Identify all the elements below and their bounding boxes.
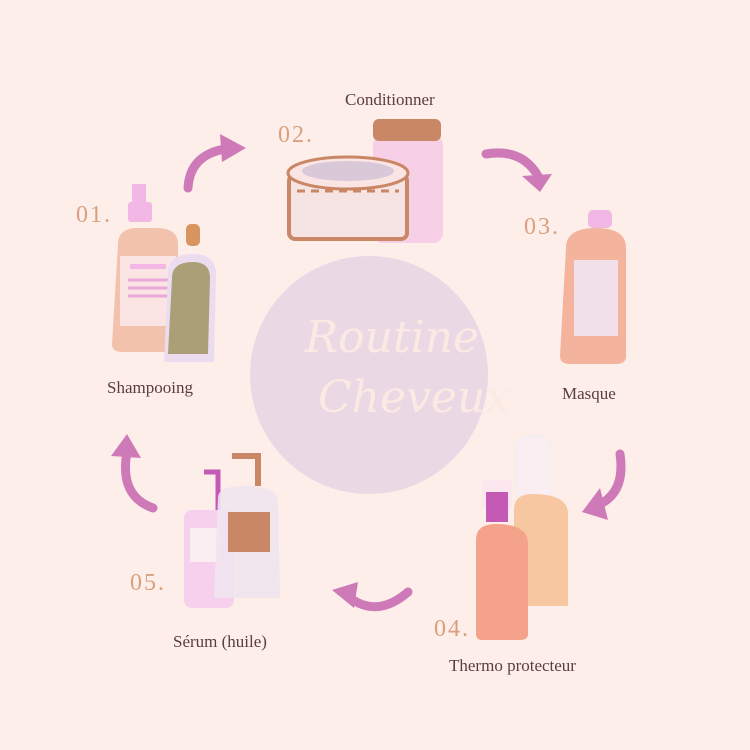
arrow-icon: [111, 434, 158, 513]
step-5-label: Sérum (huile): [173, 632, 267, 651]
title-line-2: Cheveux: [318, 372, 511, 423]
step-3-number: 03.: [524, 214, 560, 240]
arrow-icon: [332, 582, 413, 612]
step-2-number: 02.: [278, 122, 314, 148]
title-line-1: Routine: [305, 312, 480, 363]
arrow-icon: [582, 449, 626, 520]
step-4-number: 04.: [434, 616, 470, 642]
step-5-number: 05.: [130, 570, 166, 596]
mask-bottle-icon: [560, 210, 626, 364]
conditioner-jars-icon: [286, 119, 443, 243]
step-4-label: Thermo protecteur: [449, 656, 576, 675]
arrow-icon: [481, 148, 552, 192]
step-3-label: Masque: [562, 384, 616, 403]
serum-pump-bottles-icon: [184, 453, 280, 608]
step-1-number: 01.: [76, 202, 112, 228]
heat-protectant-sprays-icon: [476, 435, 568, 640]
center-circle: [250, 256, 488, 494]
shampoo-bottles-icon: [112, 184, 216, 362]
step-1-label: Shampooing: [107, 378, 193, 397]
arrow-icon: [183, 134, 246, 193]
step-2-label: Conditionner: [345, 90, 435, 109]
